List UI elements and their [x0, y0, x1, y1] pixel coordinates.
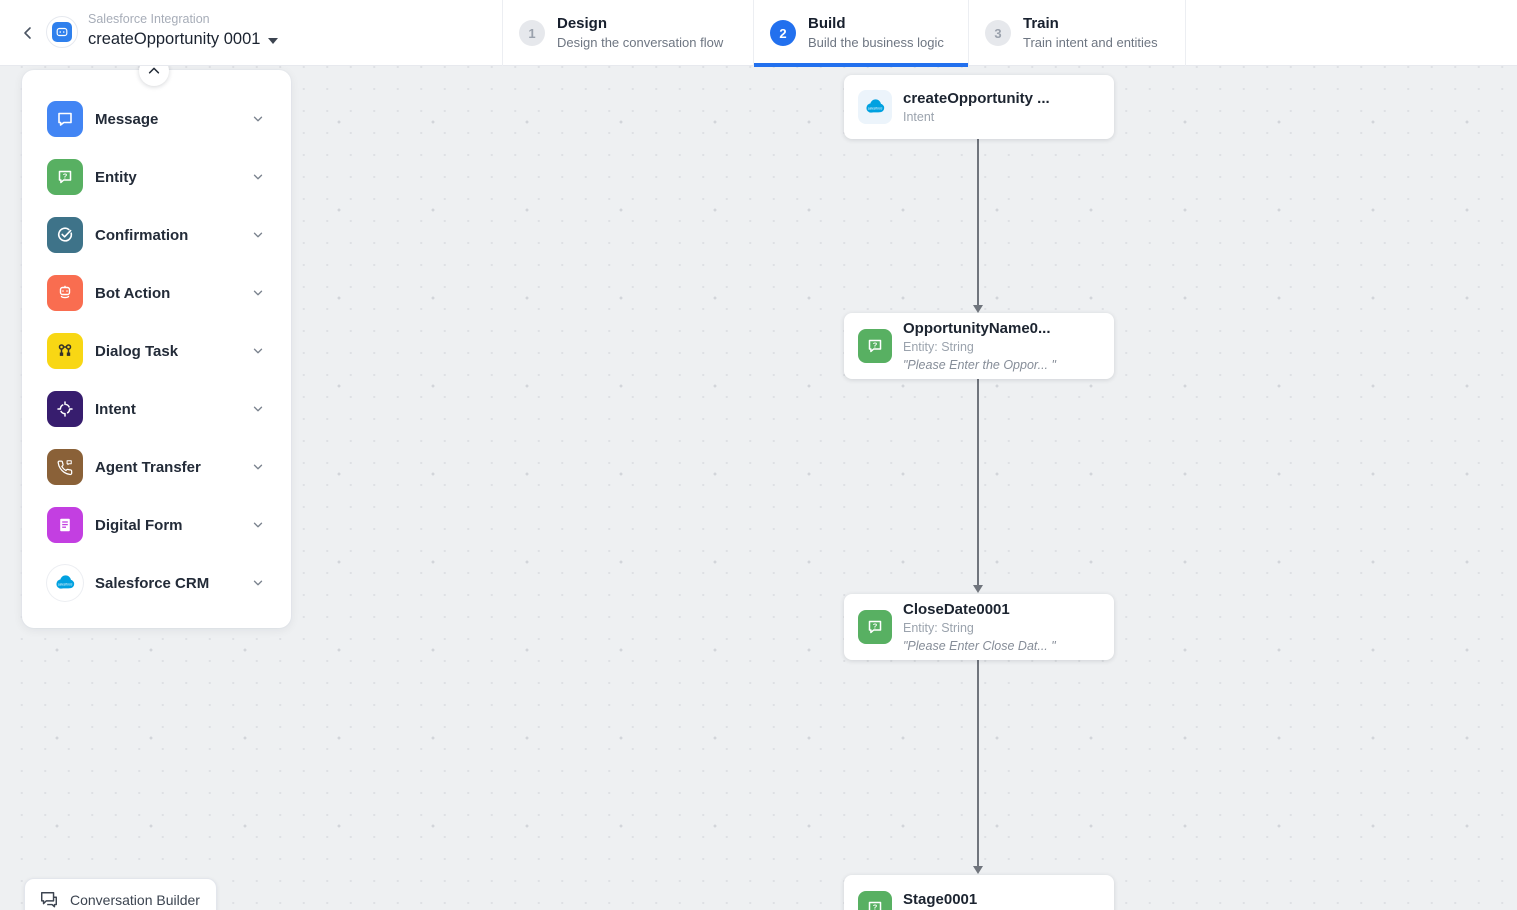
sidebar-item-bot-action[interactable]: Bot Action	[47, 275, 291, 311]
top-header: Salesforce Integration createOpportunity…	[0, 0, 1517, 67]
sidebar-item-entity[interactable]: ? Entity	[47, 159, 291, 195]
sidebar-item-digital-form[interactable]: Digital Form	[47, 507, 291, 543]
chevron-down-icon[interactable]	[251, 170, 265, 189]
flow-connector	[973, 378, 983, 593]
task-title-dropdown[interactable]: createOpportunity 0001	[88, 27, 279, 51]
tab-build[interactable]: 2 Build Build the business logic	[753, 0, 968, 67]
flow-connector	[973, 139, 983, 313]
sidebar-item-label: Message	[95, 110, 159, 128]
sidebar-item-label: Salesforce CRM	[95, 574, 210, 592]
step-number-badge: 1	[519, 20, 545, 46]
step-number-badge: 3	[985, 20, 1011, 46]
node-title: createOpportunity ...	[903, 90, 1050, 107]
step-title: Design	[557, 15, 608, 32]
tab-design[interactable]: 1 Design Design the conversation flow	[502, 0, 753, 66]
sidebar-item-label: Intent	[95, 400, 136, 418]
step-subtitle: Design the conversation flow	[557, 35, 724, 50]
node-palette-panel: Message ? Entity	[22, 66, 291, 628]
dialog-task-icon	[47, 333, 83, 369]
active-tab-indicator	[754, 63, 968, 67]
collapse-palette-button[interactable]	[139, 66, 169, 86]
step-title: Train	[1023, 15, 1059, 32]
chevron-down-icon[interactable]	[251, 460, 265, 479]
node-type: Entity: String	[903, 340, 974, 354]
chevron-down-icon[interactable]	[251, 576, 265, 595]
node-type: Intent	[903, 110, 935, 124]
sidebar-item-label: Confirmation	[95, 226, 189, 244]
bot-avatar	[46, 16, 78, 48]
flow-canvas[interactable]: Message ? Entity	[0, 66, 1517, 910]
flow-node-close-date[interactable]: ? CloseDate0001 Entity: String "Please E…	[844, 594, 1114, 660]
chat-bubbles-icon	[41, 892, 57, 908]
flow-connector	[973, 659, 983, 874]
step-number-badge: 2	[770, 20, 796, 46]
chevron-down-icon[interactable]	[251, 518, 265, 537]
sidebar-item-dialog-task[interactable]: Dialog Task	[47, 333, 291, 369]
sidebar-item-label: Bot Action	[95, 284, 171, 302]
sidebar-item-agent-transfer[interactable]: Agent Transfer	[47, 449, 291, 485]
confirmation-icon	[47, 217, 83, 253]
svg-text:?: ?	[873, 622, 878, 631]
sidebar-item-confirmation[interactable]: Confirmation	[47, 217, 291, 253]
chevron-down-icon[interactable]	[251, 344, 265, 363]
chevron-left-icon	[24, 27, 31, 39]
chevron-up-icon	[148, 67, 160, 74]
conversation-builder-button[interactable]: Conversation Builder	[24, 878, 217, 910]
flow-node-opportunity-name[interactable]: ? OpportunityName0... Entity: String "Pl…	[844, 313, 1114, 379]
node-prompt: "Please Enter Close Dat... "	[903, 639, 1056, 653]
chevron-down-icon[interactable]	[251, 286, 265, 305]
sidebar-item-label: Agent Transfer	[95, 458, 201, 476]
node-prompt: "Please Enter the Oppor... "	[903, 358, 1056, 372]
message-icon	[47, 101, 83, 137]
svg-text:?: ?	[873, 903, 878, 910]
chevron-down-icon	[268, 37, 279, 44]
svg-text:salesforce: salesforce	[868, 106, 883, 110]
entity-icon: ?	[47, 159, 83, 195]
step-title: Build	[808, 15, 846, 32]
node-type: Entity: String	[903, 621, 974, 635]
step-subtitle: Build the business logic	[808, 35, 944, 50]
chevron-down-icon[interactable]	[251, 402, 265, 421]
step-subtitle: Train intent and entities	[1023, 35, 1158, 50]
chevron-down-icon[interactable]	[251, 228, 265, 247]
node-title: OpportunityName0...	[903, 320, 1051, 337]
sidebar-item-label: Dialog Task	[95, 342, 179, 360]
bot-icon	[52, 22, 72, 42]
svg-text:?: ?	[873, 341, 878, 350]
task-title-block: Salesforce Integration createOpportunity…	[88, 11, 279, 51]
workflow-steps: 1 Design Design the conversation flow 2 …	[502, 0, 1186, 67]
back-button[interactable]	[14, 19, 42, 47]
sidebar-item-message[interactable]: Message	[47, 101, 291, 137]
entity-icon: ?	[858, 610, 892, 644]
flow-node-create-opportunity[interactable]: salesforce createOpportunity ... Intent	[844, 75, 1114, 139]
sidebar-item-label: Entity	[95, 168, 137, 186]
bot-action-icon	[47, 275, 83, 311]
agent-transfer-icon	[47, 449, 83, 485]
page-title: createOpportunity 0001	[88, 30, 261, 48]
digital-form-icon	[47, 507, 83, 543]
node-title: Stage0001	[903, 891, 978, 908]
entity-icon: ?	[858, 329, 892, 363]
sidebar-item-label: Digital Form	[95, 516, 183, 534]
sidebar-item-intent[interactable]: Intent	[47, 391, 291, 427]
svg-text:?: ?	[63, 172, 68, 181]
salesforce-icon: salesforce	[858, 90, 892, 124]
chevron-down-icon[interactable]	[251, 112, 265, 131]
node-title: CloseDate0001	[903, 601, 1010, 618]
conversation-builder-label: Conversation Builder	[70, 892, 200, 908]
sidebar-item-salesforce-crm[interactable]: salesforce Salesforce CRM	[47, 565, 291, 601]
flow-node-stage[interactable]: ? Stage0001 Entity: List of items (enu..…	[844, 875, 1114, 910]
salesforce-icon: salesforce	[47, 565, 83, 601]
entity-icon: ?	[858, 891, 892, 910]
svg-text:salesforce: salesforce	[58, 582, 73, 586]
intent-icon	[47, 391, 83, 427]
tab-train[interactable]: 3 Train Train intent and entities	[968, 0, 1186, 66]
breadcrumb: Salesforce Integration	[88, 12, 210, 26]
